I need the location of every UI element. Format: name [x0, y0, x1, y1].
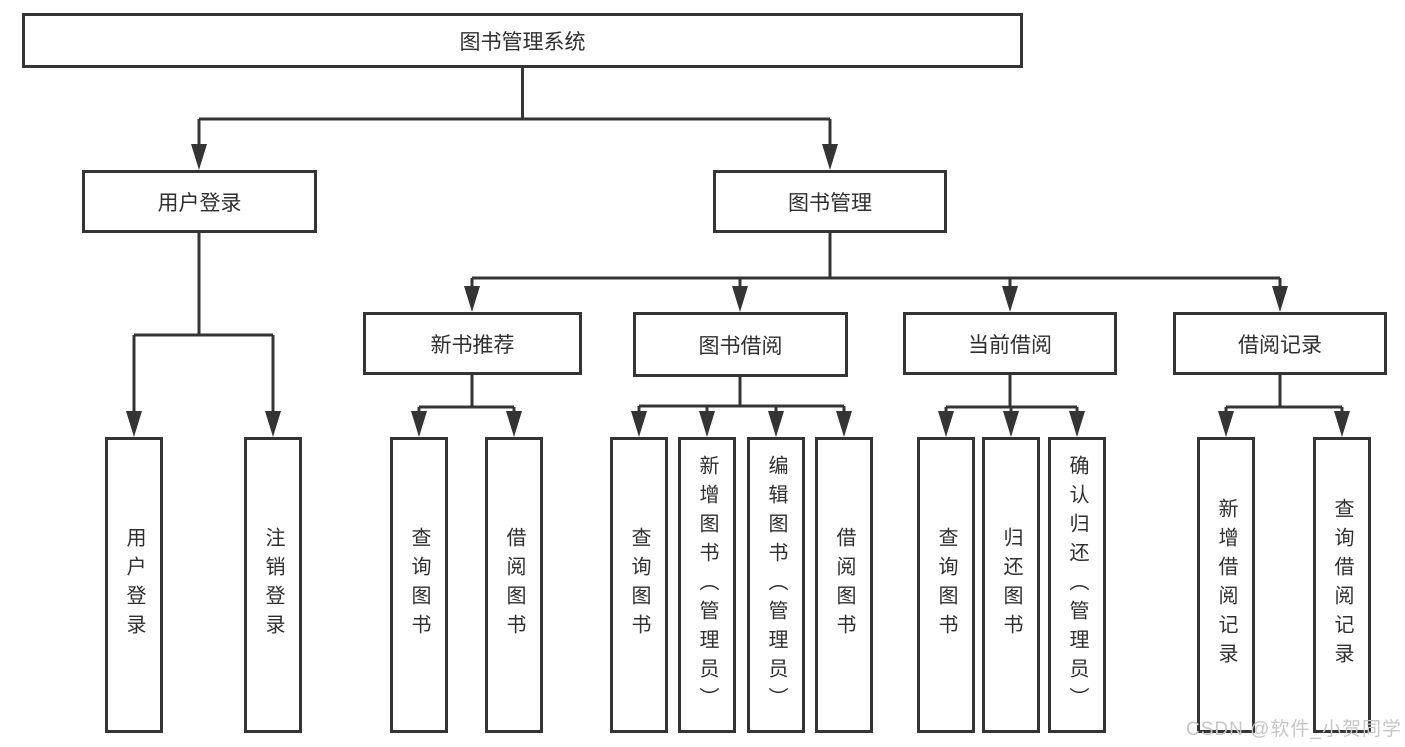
csdn-watermark: CSDN @软件_小贺同学 [1186, 719, 1402, 740]
leaf-logout-login: 注销登录 [244, 437, 302, 733]
node-new-book-recommend: 新书推荐 [363, 312, 582, 375]
leaf-current-query-book-label: 查询图书 [935, 527, 957, 643]
arrowheads [126, 144, 1350, 437]
leaf-user-login-label: 用户登录 [123, 527, 145, 643]
leaf-current-return-book: 归还图书 [982, 437, 1040, 733]
leaf-current-return-book-label: 归还图书 [1000, 527, 1022, 643]
leaf-borrow-query-book-label: 查询图书 [628, 527, 650, 643]
leaf-recommend-borrow-book-label: 借阅图书 [503, 527, 525, 643]
leaf-borrow-add-book-admin: 新增图书（管理员） [678, 437, 736, 733]
node-book-borrow: 图书借阅 [633, 312, 848, 377]
leaf-records-add-record-label: 新增借阅记录 [1215, 498, 1237, 672]
leaf-current-confirm-return-admin: 确认归还（管理员） [1048, 437, 1106, 733]
leaf-current-query-book: 查询图书 [917, 437, 975, 733]
leaf-recommend-borrow-book: 借阅图书 [485, 437, 543, 733]
node-library-system: 图书管理系统 [22, 13, 1023, 68]
leaf-recommend-query-book-label: 查询图书 [408, 527, 430, 643]
leaf-records-add-record: 新增借阅记录 [1197, 437, 1255, 733]
leaf-user-login: 用户登录 [105, 437, 163, 733]
leaf-borrow-edit-book-admin: 编辑图书（管理员） [747, 437, 805, 733]
leaf-borrow-borrow-book: 借阅图书 [815, 437, 873, 733]
node-book-management: 图书管理 [713, 170, 947, 233]
leaf-borrow-query-book: 查询图书 [610, 437, 668, 733]
leaf-borrow-edit-book-admin-label: 编辑图书（管理员） [765, 454, 787, 716]
node-borrow-records: 借阅记录 [1173, 312, 1387, 375]
leaf-borrow-borrow-book-label: 借阅图书 [833, 527, 855, 643]
leaf-records-query-record-label: 查询借阅记录 [1331, 498, 1353, 672]
leaf-logout-login-label: 注销登录 [262, 527, 284, 643]
node-user-login: 用户登录 [82, 170, 317, 233]
leaf-current-confirm-return-admin-label: 确认归还（管理员） [1066, 454, 1088, 716]
leaf-borrow-add-book-admin-label: 新增图书（管理员） [696, 454, 718, 716]
node-current-borrow: 当前借阅 [903, 312, 1117, 375]
leaf-records-query-record: 查询借阅记录 [1313, 437, 1371, 733]
leaf-recommend-query-book: 查询图书 [390, 437, 448, 733]
